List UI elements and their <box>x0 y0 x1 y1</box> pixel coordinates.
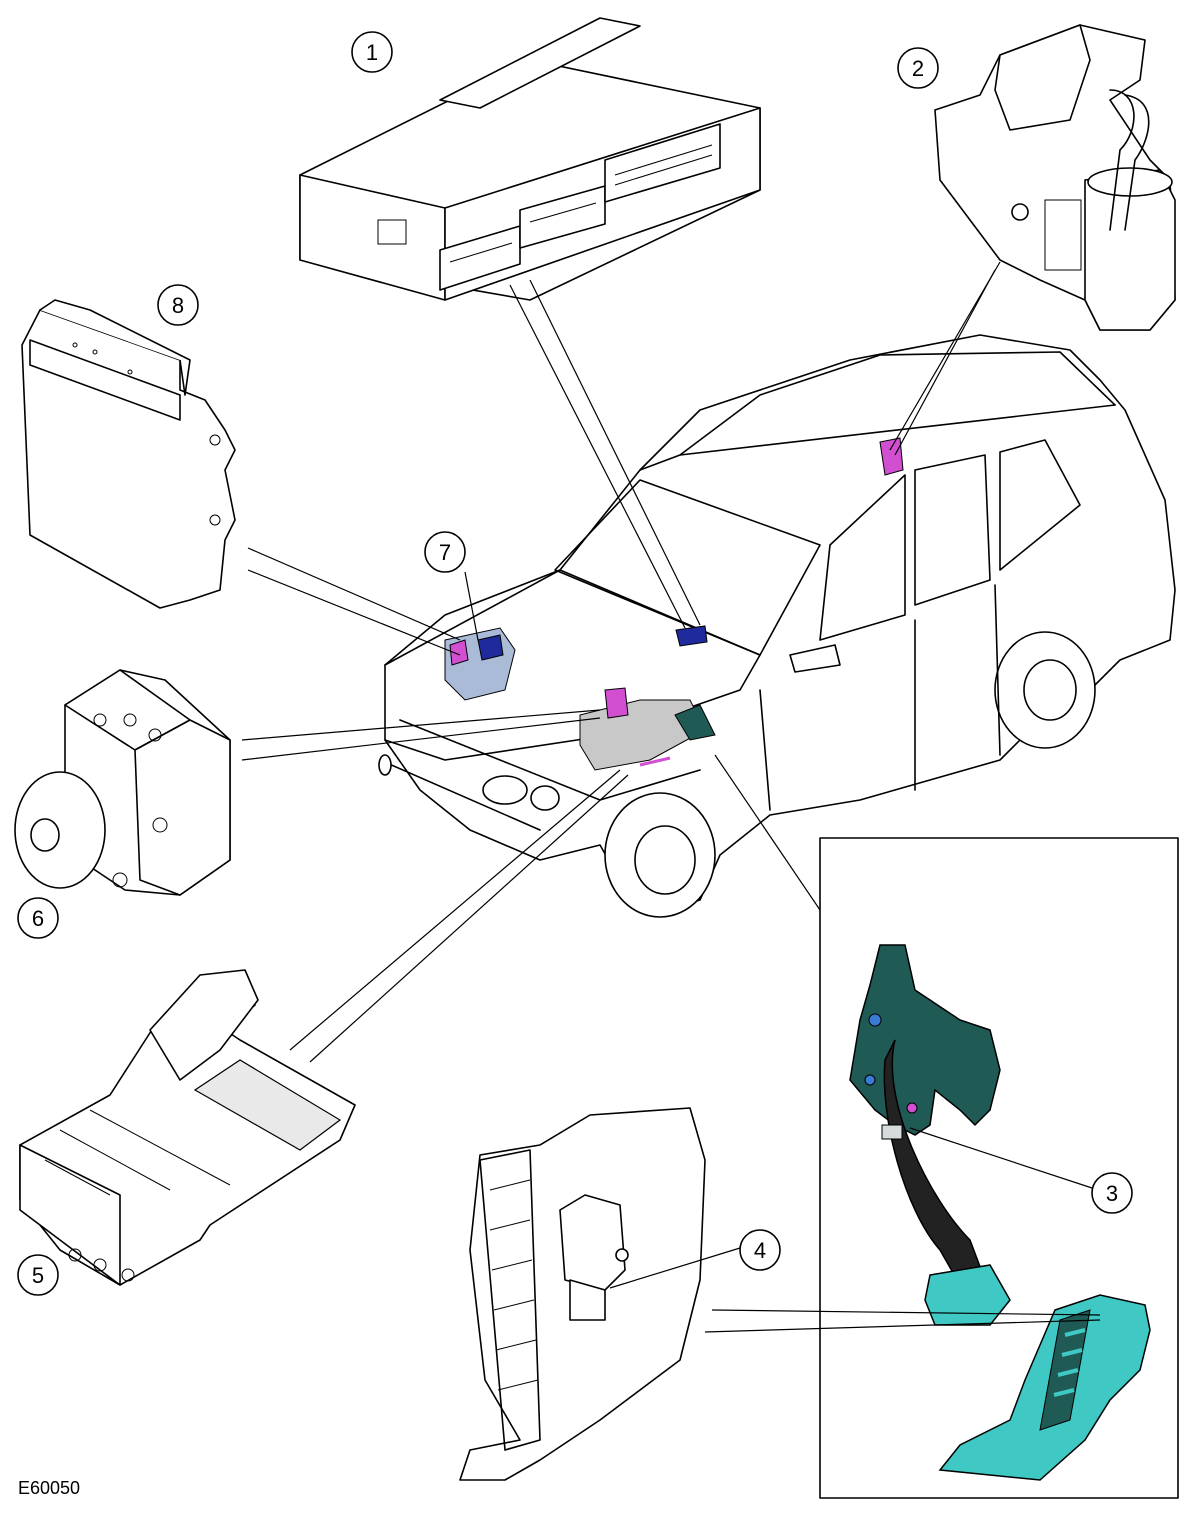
callout-6: 6 <box>17 897 59 939</box>
pedal-inset <box>819 837 1179 1499</box>
callout-7: 7 <box>424 531 466 573</box>
leader-lines <box>241 261 1101 1333</box>
vehicle-outline <box>378 334 1176 918</box>
callout-label: 3 <box>1106 1181 1118 1206</box>
callout-4: 4 <box>739 1229 781 1271</box>
callout-label: 4 <box>754 1238 766 1263</box>
callout-label: 2 <box>912 56 924 81</box>
callout-label: 8 <box>172 293 184 318</box>
vehicle-highlights <box>444 437 904 771</box>
callout-label: 6 <box>32 906 44 931</box>
callout-2: 2 <box>897 47 939 89</box>
figure-code: E60050 <box>18 1478 80 1498</box>
callout-3: 3 <box>1091 1172 1133 1214</box>
part-6-abs-modulator <box>14 669 231 896</box>
callout-8: 8 <box>157 284 199 326</box>
callout-1: 1 <box>351 31 393 73</box>
part-5-transmission-valve-body <box>19 969 356 1286</box>
callout-label: 7 <box>439 540 451 565</box>
callout-label: 1 <box>366 40 378 65</box>
callout-label: 5 <box>32 1263 44 1288</box>
callout-5: 5 <box>17 1254 59 1296</box>
part-1-control-module <box>299 17 761 301</box>
part-8-engine-control-module <box>21 299 236 609</box>
part-2-auxiliary-unit <box>934 24 1176 331</box>
part-4-accelerator-pedal <box>459 1107 706 1481</box>
